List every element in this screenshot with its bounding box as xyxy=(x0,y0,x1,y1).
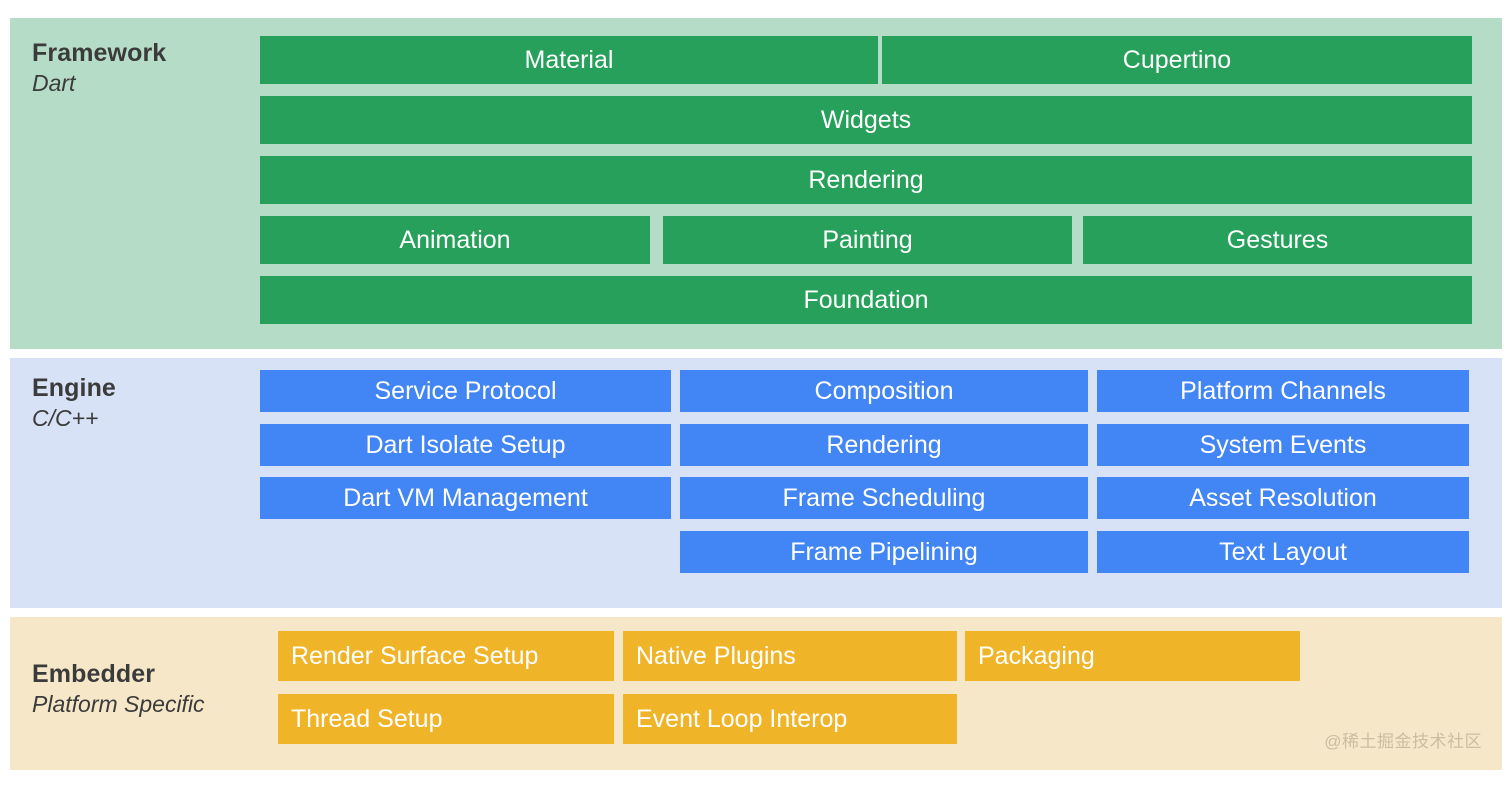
engine-box-service-protocol[interactable]: Service Protocol xyxy=(260,370,671,412)
embedder-box-render-surface-setup[interactable]: Render Surface Setup xyxy=(278,631,614,681)
engine-box-frame-pipelining[interactable]: Frame Pipelining xyxy=(680,531,1088,573)
engine-box-text-layout[interactable]: Text Layout xyxy=(1097,531,1469,573)
framework-box-gestures[interactable]: Gestures xyxy=(1083,216,1472,264)
framework-box-animation[interactable]: Animation xyxy=(260,216,650,264)
layer-caption-framework: Framework Dart xyxy=(32,38,166,98)
layer-caption-engine: Engine C/C++ xyxy=(32,373,116,433)
engine-box-system-events[interactable]: System Events xyxy=(1097,424,1469,466)
framework-box-material[interactable]: Material xyxy=(260,36,878,84)
layer-subtitle-embedder: Platform Specific xyxy=(32,691,205,717)
engine-box-dart-isolate-setup[interactable]: Dart Isolate Setup xyxy=(260,424,671,466)
framework-box-widgets[interactable]: Widgets xyxy=(260,96,1472,144)
layer-caption-embedder: Embedder Platform Specific xyxy=(32,659,205,719)
embedder-box-thread-setup[interactable]: Thread Setup xyxy=(278,694,614,744)
engine-box-asset-resolution[interactable]: Asset Resolution xyxy=(1097,477,1469,519)
engine-box-frame-scheduling[interactable]: Frame Scheduling xyxy=(680,477,1088,519)
layer-title-framework: Framework xyxy=(32,39,167,67)
framework-box-cupertino[interactable]: Cupertino xyxy=(882,36,1472,84)
engine-box-platform-channels[interactable]: Platform Channels xyxy=(1097,370,1469,412)
layer-subtitle-framework: Dart xyxy=(32,70,76,96)
embedder-box-packaging[interactable]: Packaging xyxy=(965,631,1300,681)
engine-box-rendering[interactable]: Rendering xyxy=(680,424,1088,466)
watermark: @稀土掘金技术社区 xyxy=(1324,732,1482,751)
embedder-box-native-plugins[interactable]: Native Plugins xyxy=(623,631,957,681)
framework-box-painting[interactable]: Painting xyxy=(663,216,1072,264)
layer-title-engine: Engine xyxy=(32,374,116,402)
layer-subtitle-engine: C/C++ xyxy=(32,405,99,431)
layer-title-embedder: Embedder xyxy=(32,660,156,688)
embedder-box-event-loop-interop[interactable]: Event Loop Interop xyxy=(623,694,957,744)
framework-box-foundation[interactable]: Foundation xyxy=(260,276,1472,324)
engine-box-dart-vm-management[interactable]: Dart VM Management xyxy=(260,477,671,519)
engine-box-composition[interactable]: Composition xyxy=(680,370,1088,412)
framework-box-rendering[interactable]: Rendering xyxy=(260,156,1472,204)
